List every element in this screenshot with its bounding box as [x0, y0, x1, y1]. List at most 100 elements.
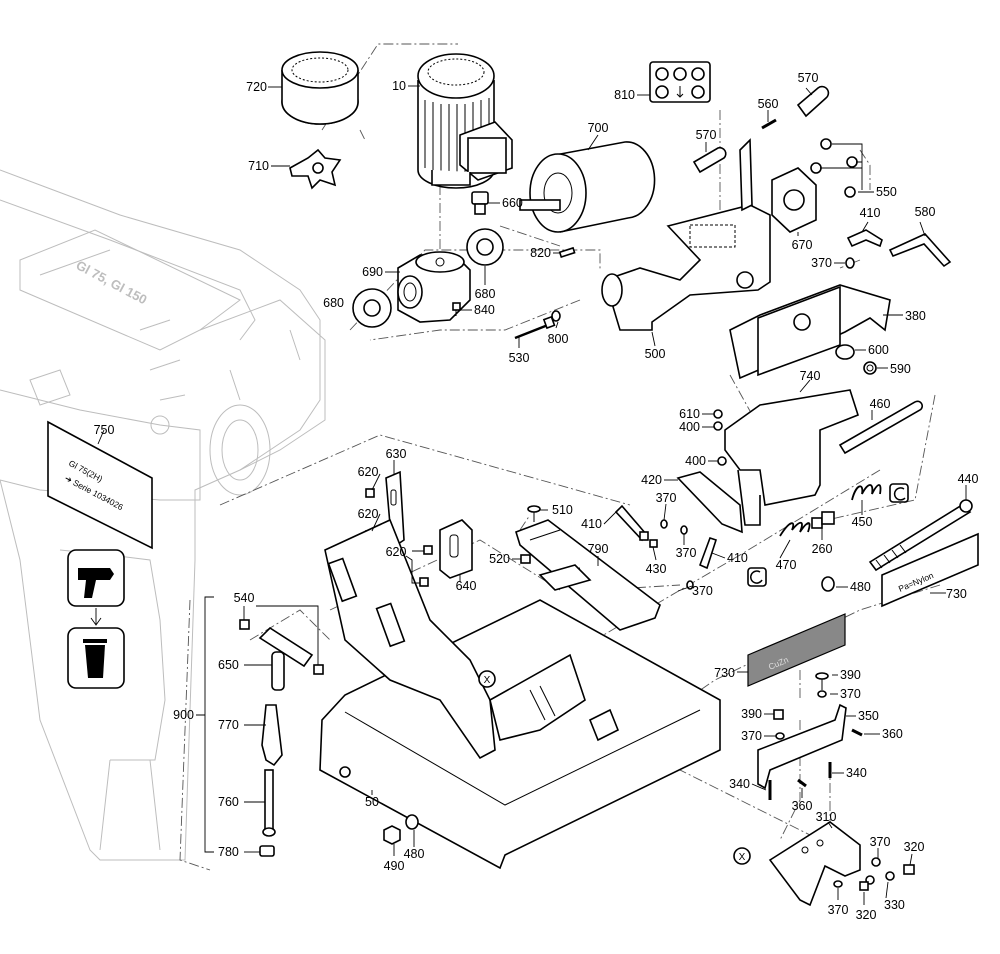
blade-420 — [676, 471, 743, 534]
callout-490: 490 — [384, 859, 405, 873]
strip-nylon-730 — [881, 532, 979, 608]
callout-670: 670 — [792, 238, 813, 252]
callout-380: 380 — [905, 309, 926, 323]
callout-390-b: 390 — [741, 707, 762, 721]
clamp-350 — [757, 703, 847, 790]
lever-410-a — [846, 229, 883, 248]
pin-560 — [761, 118, 777, 130]
callout-770: 770 — [218, 718, 239, 732]
callout-550: 550 — [876, 185, 897, 199]
callout-480-b: 480 — [404, 847, 425, 861]
slider-740 — [724, 389, 859, 526]
callout-520: 520 — [489, 552, 510, 566]
callout-370-c: 370 — [676, 546, 697, 560]
callout-710: 710 — [248, 159, 269, 173]
callout-560: 560 — [758, 97, 779, 111]
strip-cuzn-730 — [747, 613, 846, 687]
callout-410-c: 410 — [727, 551, 748, 565]
bracket-640 — [439, 519, 473, 579]
callout-320-b: 320 — [856, 908, 877, 922]
washer-370-f — [775, 732, 785, 740]
washer-370-c — [680, 525, 688, 535]
machine-label: Gl 75, Gl 150 — [74, 257, 150, 307]
callout-430: 430 — [646, 562, 667, 576]
washer-370-e — [817, 690, 827, 698]
callout-640: 640 — [456, 579, 477, 593]
bracket-310 — [768, 821, 861, 907]
drill-icon — [67, 549, 125, 607]
marker-x-1 — [478, 670, 496, 688]
rail-790 — [515, 519, 661, 631]
screws-620 — [365, 488, 433, 587]
flange-670 — [771, 167, 817, 233]
screw-840 — [452, 302, 461, 316]
callout-340-a: 340 — [729, 777, 750, 791]
marker-x-1-label: X — [484, 675, 491, 686]
spring-450 — [851, 484, 882, 501]
cap-780 — [259, 845, 275, 857]
nuts-330 — [865, 871, 895, 885]
callout-370-f: 370 — [741, 729, 762, 743]
coupling-680-b — [352, 288, 392, 328]
callout-340-b: 340 — [846, 766, 867, 780]
washer-370-g — [871, 857, 881, 867]
callout-630: 630 — [386, 447, 407, 461]
callout-680-b: 680 — [323, 296, 344, 310]
arrow-down — [90, 608, 102, 626]
washer-600 — [835, 344, 855, 360]
washer-370-h — [833, 880, 843, 888]
nut-490 — [383, 825, 401, 845]
screw-320-a — [903, 864, 915, 875]
callout-740: 740 — [800, 369, 821, 383]
callout-330: 330 — [884, 898, 905, 912]
callout-numbers: 720 10 710 660 700 820 690 680 680 840 8… — [94, 71, 979, 922]
washer-370-b — [660, 519, 668, 529]
callout-650: 650 — [218, 658, 239, 672]
callout-570-b: 570 — [696, 128, 717, 142]
drum-700 — [519, 141, 656, 233]
callout-790: 790 — [588, 542, 609, 556]
screw-320-b — [859, 881, 869, 891]
callout-720: 720 — [246, 80, 267, 94]
callout-590: 590 — [890, 362, 911, 376]
rod-760 — [262, 769, 276, 837]
screw-540 — [239, 619, 250, 630]
callout-600: 600 — [868, 343, 889, 357]
handle-770 — [261, 704, 283, 767]
marker-x-2 — [733, 847, 751, 865]
nameplate-750 — [47, 420, 153, 550]
callout-690: 690 — [362, 265, 383, 279]
gland-660 — [471, 191, 489, 215]
callout-660: 660 — [502, 196, 523, 210]
rotate-ccw-icon — [747, 567, 767, 587]
washer-370-a — [845, 257, 855, 269]
nut-400-b — [717, 456, 727, 466]
callout-370-b: 370 — [656, 491, 677, 505]
callout-510: 510 — [552, 503, 573, 517]
fan-cover-720 — [281, 51, 359, 125]
callout-620-b: 620 — [358, 507, 379, 521]
callout-900: 900 — [173, 708, 194, 722]
callout-700: 700 — [588, 121, 609, 135]
callout-470: 470 — [776, 558, 797, 572]
callout-440: 440 — [958, 472, 979, 486]
blocks-260 — [811, 511, 835, 529]
callout-460: 460 — [870, 397, 891, 411]
tool-bracket-900 — [196, 596, 214, 853]
callout-580: 580 — [915, 205, 936, 219]
callout-370-e: 370 — [840, 687, 861, 701]
callout-310: 310 — [816, 810, 837, 824]
motor-10 — [417, 53, 513, 189]
callout-50: 50 — [365, 795, 379, 809]
nut-520 — [520, 554, 531, 564]
key-820 — [558, 246, 576, 259]
lever-410-c — [698, 536, 718, 570]
callout-780: 780 — [218, 845, 239, 859]
callout-400-a: 400 — [679, 420, 700, 434]
callout-480-a: 480 — [850, 580, 871, 594]
lever-410-b — [614, 504, 649, 542]
callout-leaders — [97, 85, 967, 905]
callout-680-a: 680 — [475, 287, 496, 301]
rod-460 — [838, 400, 924, 455]
